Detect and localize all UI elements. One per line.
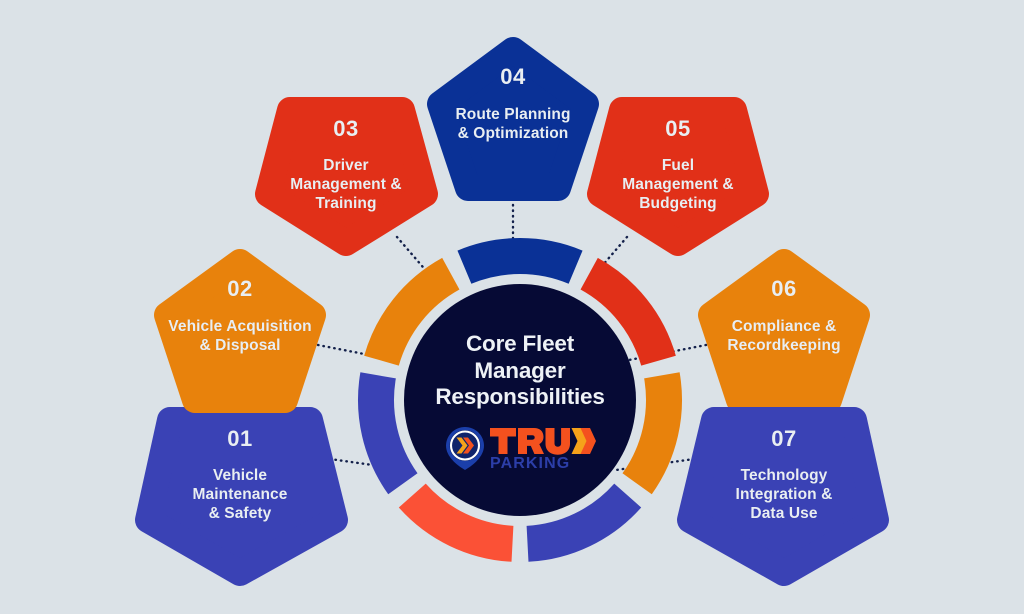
node-07[interactable]: 07 Technology Integration & Data Use (684, 406, 884, 524)
node-01-number: 01 (227, 426, 253, 451)
logo-subtext: PARKING (490, 455, 570, 471)
node-03-title: Driver Management & Training (290, 157, 402, 212)
node-04[interactable]: 04 Route Planning & Optimization (413, 36, 613, 144)
node-shape-01[interactable] (135, 407, 348, 586)
node-02-title: Vehicle Acquisition & Disposal (168, 318, 312, 354)
node-04-number: 04 (500, 64, 526, 89)
node-01-title: Vehicle Maintenance & Safety (192, 467, 288, 522)
node-shape-06[interactable] (698, 249, 870, 413)
map-pin-icon (446, 426, 484, 470)
center-disc: Core Fleet Manager Responsibilities (404, 284, 636, 516)
ring-seg-04[interactable] (457, 238, 583, 284)
node-shape-02[interactable] (154, 249, 326, 413)
ring-seg-05[interactable] (580, 257, 676, 367)
ring-seg-03[interactable] (364, 257, 460, 367)
node-04-title: Route Planning & Optimization (455, 106, 571, 142)
node-07-title: Technology Integration & Data Use (735, 467, 833, 522)
node-06-number: 06 (771, 276, 797, 301)
node-shape-03[interactable] (255, 97, 438, 256)
node-01[interactable]: 01 Vehicle Maintenance & Safety (140, 406, 340, 524)
node-02-number: 02 (227, 276, 253, 301)
donut-ring (358, 238, 682, 562)
node-03-number: 03 (333, 116, 359, 141)
logo-artwork: PARKING (446, 426, 596, 471)
ring-seg-07[interactable] (526, 483, 642, 562)
node-05-title: Fuel Management & Budgeting (622, 157, 734, 212)
ring-seg-02[interactable] (358, 372, 418, 495)
node-05-number: 05 (665, 116, 691, 141)
node-05[interactable]: 05 Fuel Management & Budgeting (578, 96, 778, 214)
node-03[interactable]: 03 Driver Management & Training (246, 96, 446, 214)
ring-seg-01[interactable] (398, 483, 514, 562)
node-shape-04[interactable] (427, 37, 599, 201)
node-06[interactable]: 06 Compliance & Recordkeeping (684, 248, 884, 356)
node-02[interactable]: 02 Vehicle Acquisition & Disposal (140, 248, 340, 356)
node-shape-07[interactable] (677, 407, 889, 586)
trux-parking-logo: PARKING (444, 425, 596, 471)
node-07-number: 07 (771, 426, 797, 451)
ring-seg-06[interactable] (622, 372, 682, 495)
node-06-title: Compliance & Recordkeeping (727, 318, 841, 354)
node-shape-05[interactable] (587, 97, 769, 256)
logo-wordmark (490, 427, 596, 455)
center-title: Core Fleet Manager Responsibilities (435, 331, 605, 410)
